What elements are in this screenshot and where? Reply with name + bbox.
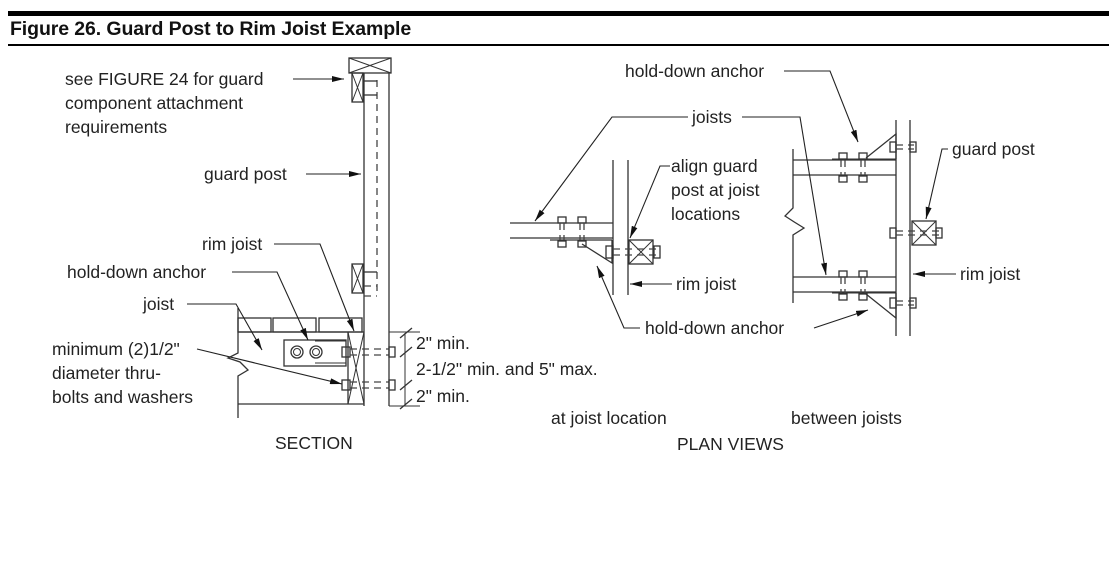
figure-title: Figure 26. Guard Post to Rim Joist Examp… — [10, 18, 412, 40]
section-view: see FIGURE 24 for guard component attach… — [52, 57, 598, 453]
label-rim-joist-right: rim joist — [960, 264, 1020, 284]
leader-hold-down-anchor-top — [784, 70, 859, 143]
label-joists: joists — [691, 107, 732, 127]
plan-view-at-joist: align guard post at joist locations rim … — [510, 116, 869, 428]
leader-joist — [187, 303, 263, 351]
caption-at-joist-location: at joist location — [551, 408, 667, 428]
leader-joists-right — [742, 116, 828, 276]
leader-hold-down-anchor — [232, 271, 309, 341]
leader-hold-down-anchor-left — [596, 265, 640, 329]
label-see-figure-line1: see FIGURE 24 for guard — [65, 69, 263, 89]
label-bolts-line1: minimum (2)1/2" — [52, 339, 180, 359]
section-hold-down-anchor — [283, 339, 347, 367]
label-bolts-line2: diameter thru- — [52, 363, 161, 383]
leader-thru-bolts — [196, 348, 343, 385]
plan-view-between-joists: hold-down anchor joists guard post rim j… — [625, 61, 1035, 428]
leader-align-guard-post — [629, 165, 670, 239]
dim-top-edge: 2" min. — [416, 333, 470, 353]
section-guard-post — [348, 57, 392, 406]
leader-hold-down-anchor-right — [813, 309, 869, 329]
section-caption: SECTION — [275, 433, 353, 453]
leader-rim-joist — [274, 243, 355, 332]
dim-bottom-edge: 2" min. — [416, 386, 470, 406]
label-bolts-line3: bolts and washers — [52, 387, 193, 407]
label-see-figure-line2: component attachment — [65, 93, 243, 113]
label-align-line3: locations — [671, 204, 740, 224]
leader-joists-left — [534, 116, 688, 222]
label-hold-down-anchor-bottom: hold-down anchor — [645, 318, 784, 338]
label-guard-post-right: guard post — [952, 139, 1035, 159]
title-bottom-rule — [8, 44, 1109, 46]
label-guard-post: guard post — [204, 164, 287, 184]
label-hold-down-anchor: hold-down anchor — [67, 262, 206, 282]
label-joist: joist — [142, 294, 174, 314]
label-rim-joist-left: rim joist — [676, 274, 736, 294]
title-top-rule — [8, 11, 1109, 16]
section-thru-bolts — [341, 346, 396, 391]
label-align-line2: post at joist — [671, 180, 760, 200]
plan-right-joist-bolts — [838, 152, 868, 301]
plan-left-joist-bolts — [557, 216, 587, 248]
plan-views-caption: PLAN VIEWS — [677, 434, 784, 454]
section-deck-boards — [237, 317, 363, 333]
caption-between-joists: between joists — [791, 408, 902, 428]
dim-spacing: 2-1/2" min. and 5" max. — [416, 359, 598, 379]
section-dimension-lines — [399, 327, 413, 410]
label-align-line1: align guard — [671, 156, 758, 176]
label-rim-joist: rim joist — [202, 234, 262, 254]
label-see-figure-line3: requirements — [65, 117, 167, 137]
leader-guard-post-right — [925, 148, 948, 220]
label-hold-down-anchor-top: hold-down anchor — [625, 61, 764, 81]
plan-rim-joist-bolts — [889, 141, 917, 309]
section-rim-joist — [347, 331, 420, 407]
